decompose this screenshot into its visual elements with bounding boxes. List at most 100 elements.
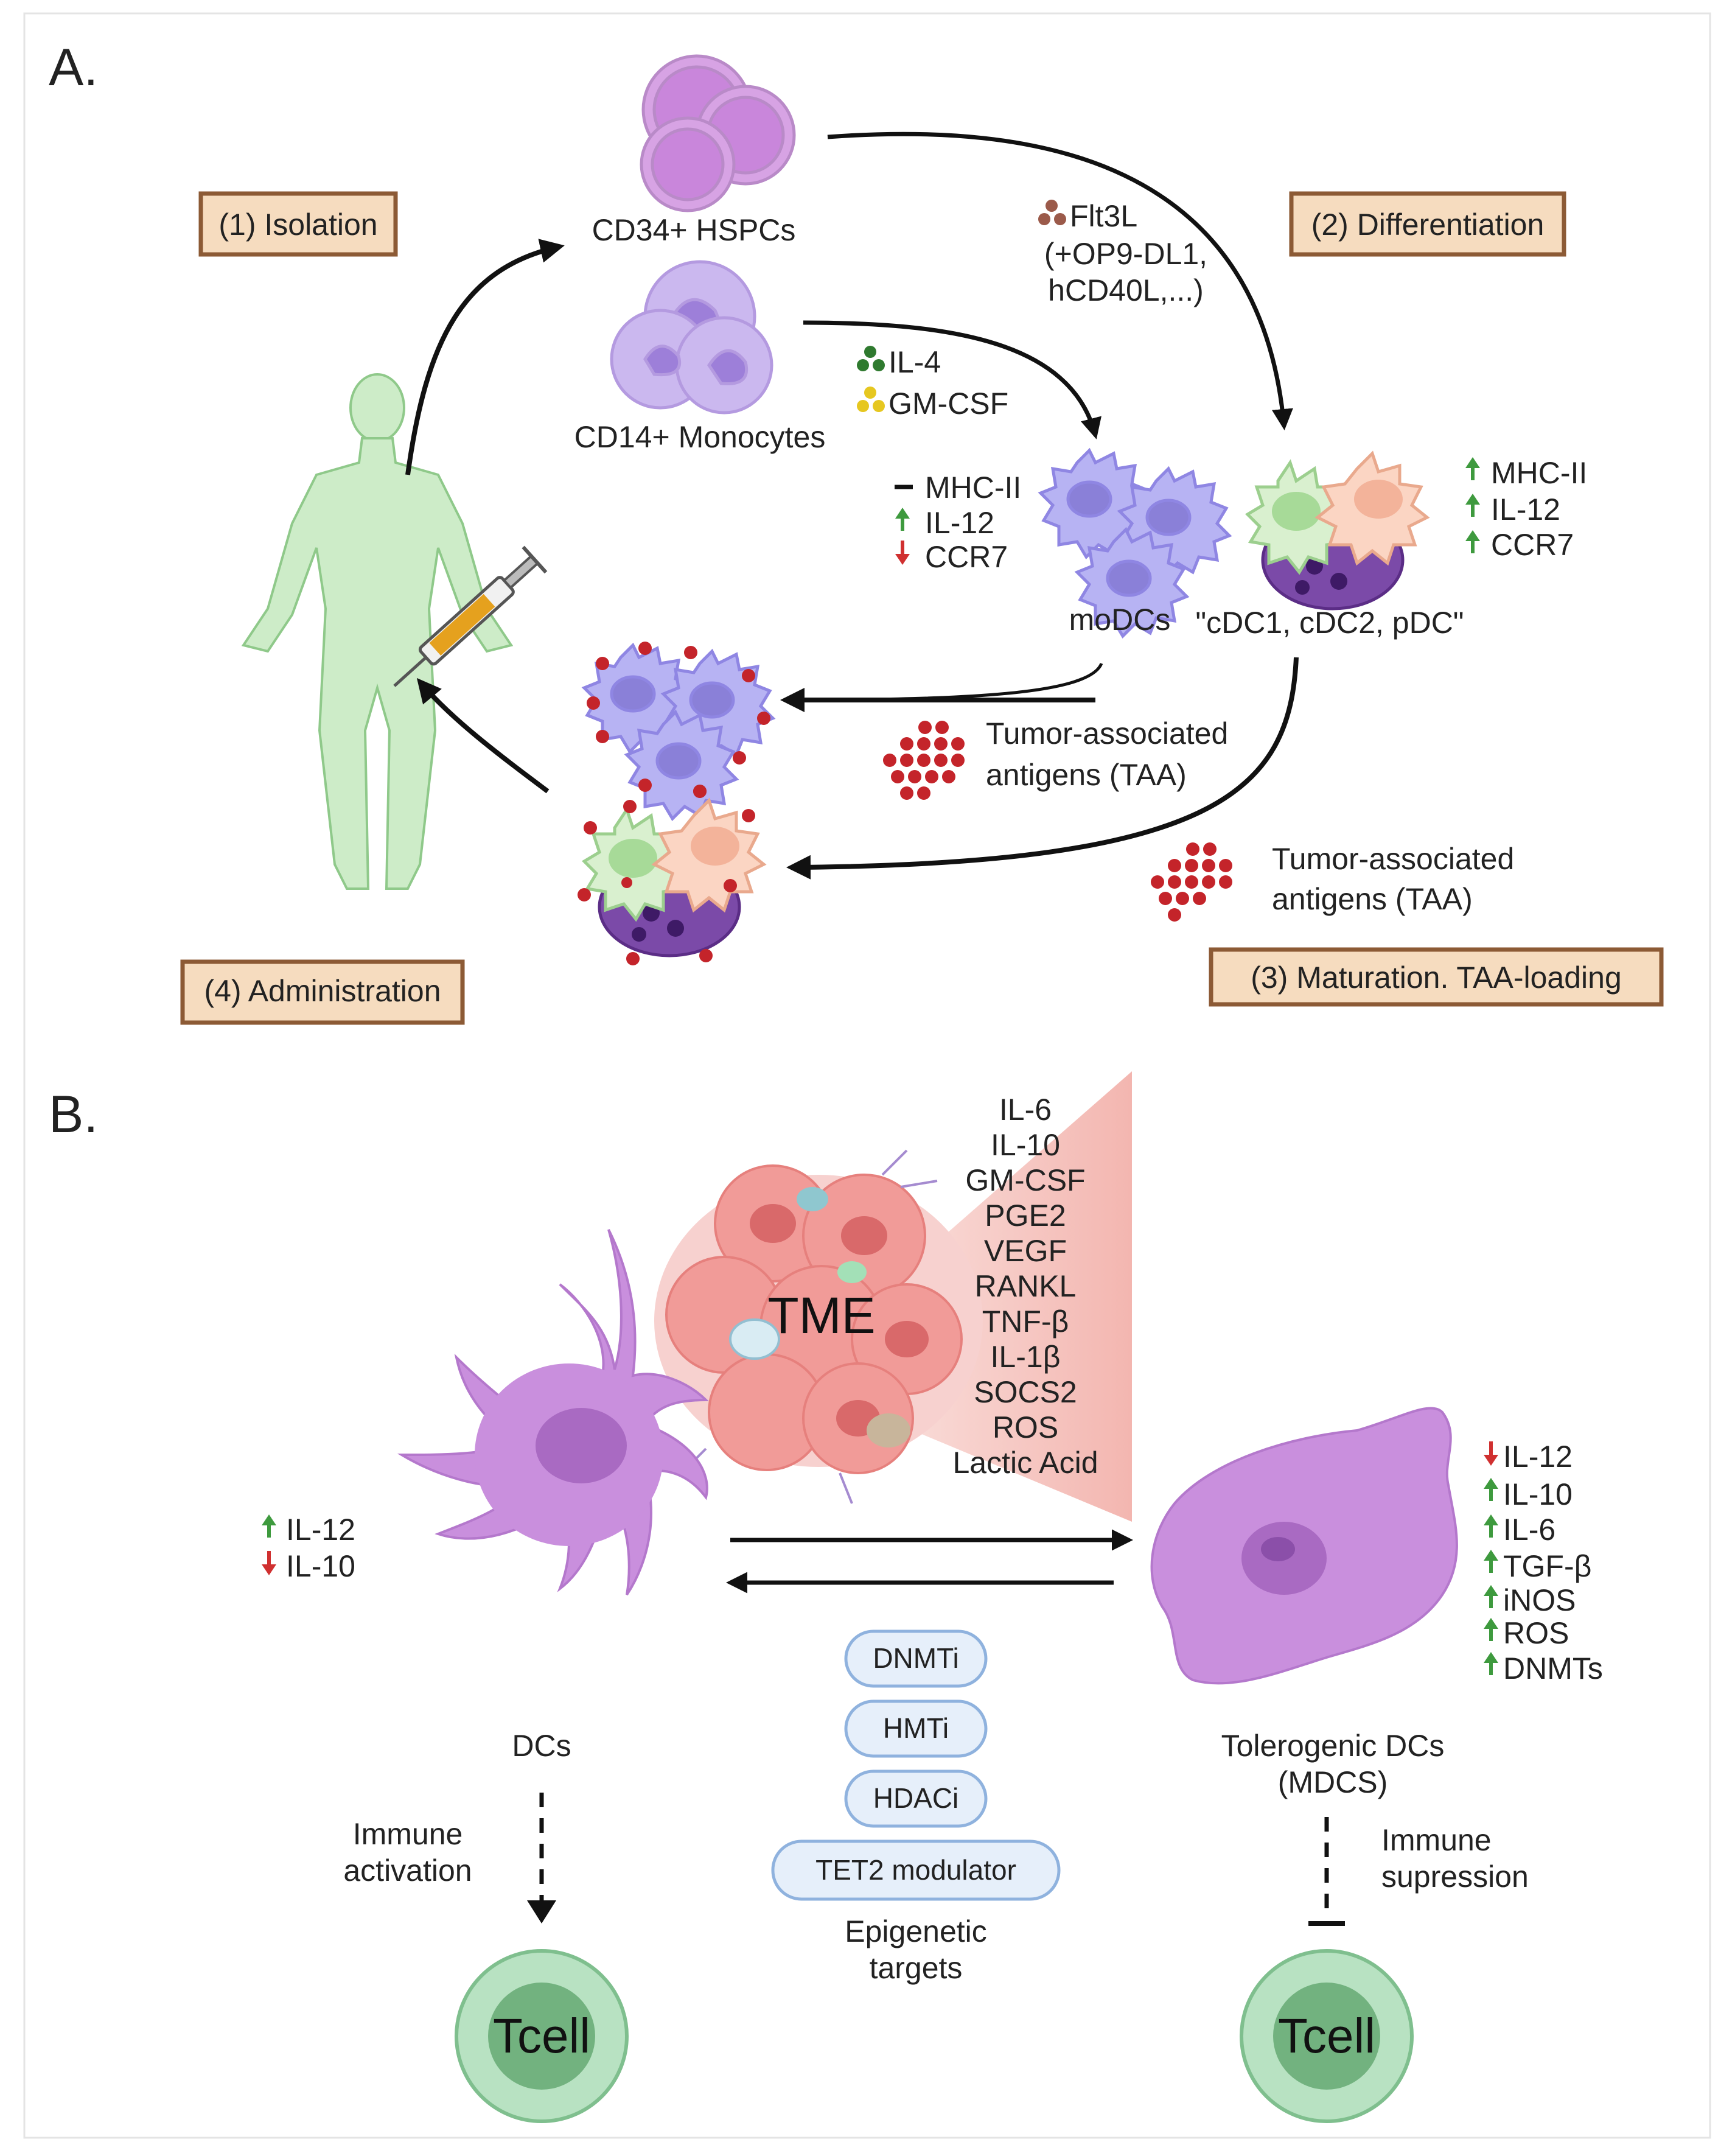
taa-dots-on-cdc-icon: [578, 785, 755, 965]
cdc-cells-icon: [1245, 450, 1430, 611]
taa-cluster-icon: [883, 721, 965, 800]
epi-caption-line1: Epigenetic: [845, 1914, 987, 1948]
epi-target-dnmti: DNMTi: [844, 1629, 988, 1688]
isolation-arrow: [405, 239, 565, 475]
hspc-label: CD34+ HSPCs: [592, 213, 796, 247]
tme-factor: RANKL: [975, 1269, 1077, 1303]
gmcsf-dots-icon: [857, 387, 885, 412]
figure-frame: [23, 12, 1711, 2139]
dc-marker-il10: IL-10: [286, 1549, 355, 1583]
up-arrow-icon: [1484, 1550, 1498, 1573]
syringe-icon: [393, 545, 548, 687]
differentiation-arrow-mono: [803, 320, 1101, 439]
tol-marker: IL-10: [1503, 1477, 1573, 1511]
tme-cluster-icon: [654, 1149, 983, 1504]
up-arrow-icon: [1465, 494, 1480, 517]
modc-cells-icon: [1038, 447, 1232, 639]
panel-b-letter: B.: [49, 1085, 98, 1144]
taa-modc-line2: antigens (TAA): [986, 758, 1187, 792]
svg-text:DNMTi: DNMTi: [873, 1642, 958, 1674]
taa-cluster-icon: [1151, 842, 1232, 922]
dcs-label: DCs: [512, 1729, 571, 1763]
dc-marker-il12: IL-12: [286, 1513, 355, 1547]
tol-marker: IL-12: [1503, 1440, 1573, 1474]
epi-target-tet2: TET2 modulator: [771, 1839, 1061, 1901]
svg-text:HDACi: HDACi: [873, 1782, 959, 1814]
tme-factor: VEGF: [984, 1234, 1067, 1268]
cdc-loading-arrow: [786, 657, 1299, 880]
modc-loading-curve: [784, 662, 1103, 702]
epi-caption-line2: targets: [870, 1951, 963, 1985]
modc-marker-il12: IL-12: [925, 506, 994, 540]
tol-marker: IL-6: [1503, 1513, 1555, 1547]
administration-arrow: [416, 677, 550, 794]
op9-label: (+OP9-DL1,: [1044, 237, 1207, 271]
gmcsf-label: GM-CSF: [888, 387, 1008, 421]
modc-marker-ccr7: CCR7: [925, 540, 1008, 574]
taa-cdc-line1: Tumor-associated: [1272, 842, 1514, 876]
hspc-cells-icon: [640, 54, 796, 212]
cdc-marker-il12: IL-12: [1491, 492, 1560, 527]
taa-modc-line1: Tumor-associated: [986, 716, 1228, 751]
up-arrow-icon: [895, 508, 910, 531]
activation-line1: Immune: [353, 1817, 463, 1851]
tme-factor-list: IL-6 IL-10 GM-CSF PGE2 VEGF RANKL TNF-β …: [952, 1093, 1098, 1480]
suppression-line2: supression: [1381, 1860, 1529, 1894]
flt3l-label: Flt3L: [1070, 199, 1137, 233]
svg-text:(4) Administration: (4) Administration: [204, 974, 441, 1008]
tol-marker: iNOS: [1503, 1583, 1576, 1617]
t-cell-left-icon: [455, 1949, 629, 2123]
down-arrow-icon: [262, 1551, 276, 1575]
loaded-modc-icon: [581, 642, 776, 822]
svg-text:TET2 modulator: TET2 modulator: [815, 1854, 1016, 1886]
up-arrow-icon: [1484, 1585, 1498, 1608]
up-arrow-icon: [1484, 1514, 1498, 1538]
up-arrow-icon: [1465, 457, 1480, 480]
panel-a-letter: A.: [49, 38, 98, 97]
modc-label: moDCs: [1069, 603, 1171, 637]
stage-administration: (4) Administration: [180, 959, 465, 1025]
tol-marker: DNMTs: [1503, 1651, 1603, 1685]
flt3l-dots-icon: [1038, 200, 1066, 225]
differentiation-arrow-hspc: [827, 131, 1293, 430]
tme-factor: IL-10: [991, 1128, 1060, 1162]
loaded-cdc-icon: [581, 797, 767, 957]
svg-text:(2) Differentiation: (2) Differentiation: [1311, 208, 1545, 242]
up-arrow-icon: [262, 1514, 276, 1538]
tme-factor: PGE2: [985, 1199, 1066, 1233]
up-arrow-icon: [1484, 1478, 1498, 1501]
activation-arrowhead: [527, 1900, 556, 1923]
taa-cdc-line2: antigens (TAA): [1272, 882, 1473, 916]
stage-differentiation: (2) Differentiation: [1289, 191, 1566, 257]
hcd40l-label: hCD40L,...): [1048, 273, 1204, 307]
t-cell-right-icon: [1240, 1949, 1414, 2123]
svg-text:(3) Maturation. TAA-loading: (3) Maturation. TAA-loading: [1251, 961, 1622, 995]
epi-target-hmti: HMTi: [844, 1699, 988, 1758]
tme-factor: Lactic Acid: [952, 1446, 1098, 1480]
tme-factor: IL-1β: [991, 1340, 1061, 1374]
monocyte-cells-icon: [610, 260, 773, 415]
suppression-line1: Immune: [1381, 1823, 1492, 1857]
tolerogenic-dc-icon: [1150, 1407, 1458, 1685]
stage-isolation: (1) Isolation: [198, 191, 398, 257]
dendritic-cell-icon: [397, 1229, 709, 1596]
stage-maturation: (3) Maturation. TAA-loading: [1209, 947, 1664, 1007]
epi-target-hdaci: HDACi: [844, 1769, 988, 1828]
tolerogenic-label-line1: Tolerogenic DCs: [1221, 1729, 1445, 1763]
down-arrow-icon: [895, 541, 910, 565]
tol-marker: TGF-β: [1503, 1549, 1591, 1583]
tolerogenic-label-line2: (MDCS): [1278, 1765, 1388, 1799]
tme-factor: SOCS2: [974, 1375, 1077, 1409]
tol-marker: ROS: [1503, 1616, 1569, 1650]
up-arrow-icon: [1465, 530, 1480, 553]
t-cell-right-label: Tcell: [1278, 2009, 1375, 2063]
up-arrow-icon: [1484, 1618, 1498, 1641]
cdc-marker-ccr7: CCR7: [1491, 528, 1574, 562]
modc-marker-mhc: MHC-II: [925, 471, 1021, 505]
t-cell-left-label: Tcell: [493, 2009, 590, 2063]
tme-factor: IL-6: [999, 1093, 1052, 1127]
svg-text:(1) Isolation: (1) Isolation: [218, 208, 377, 242]
il4-dots-icon: [857, 346, 885, 371]
tme-factor: TNF-β: [982, 1304, 1069, 1339]
